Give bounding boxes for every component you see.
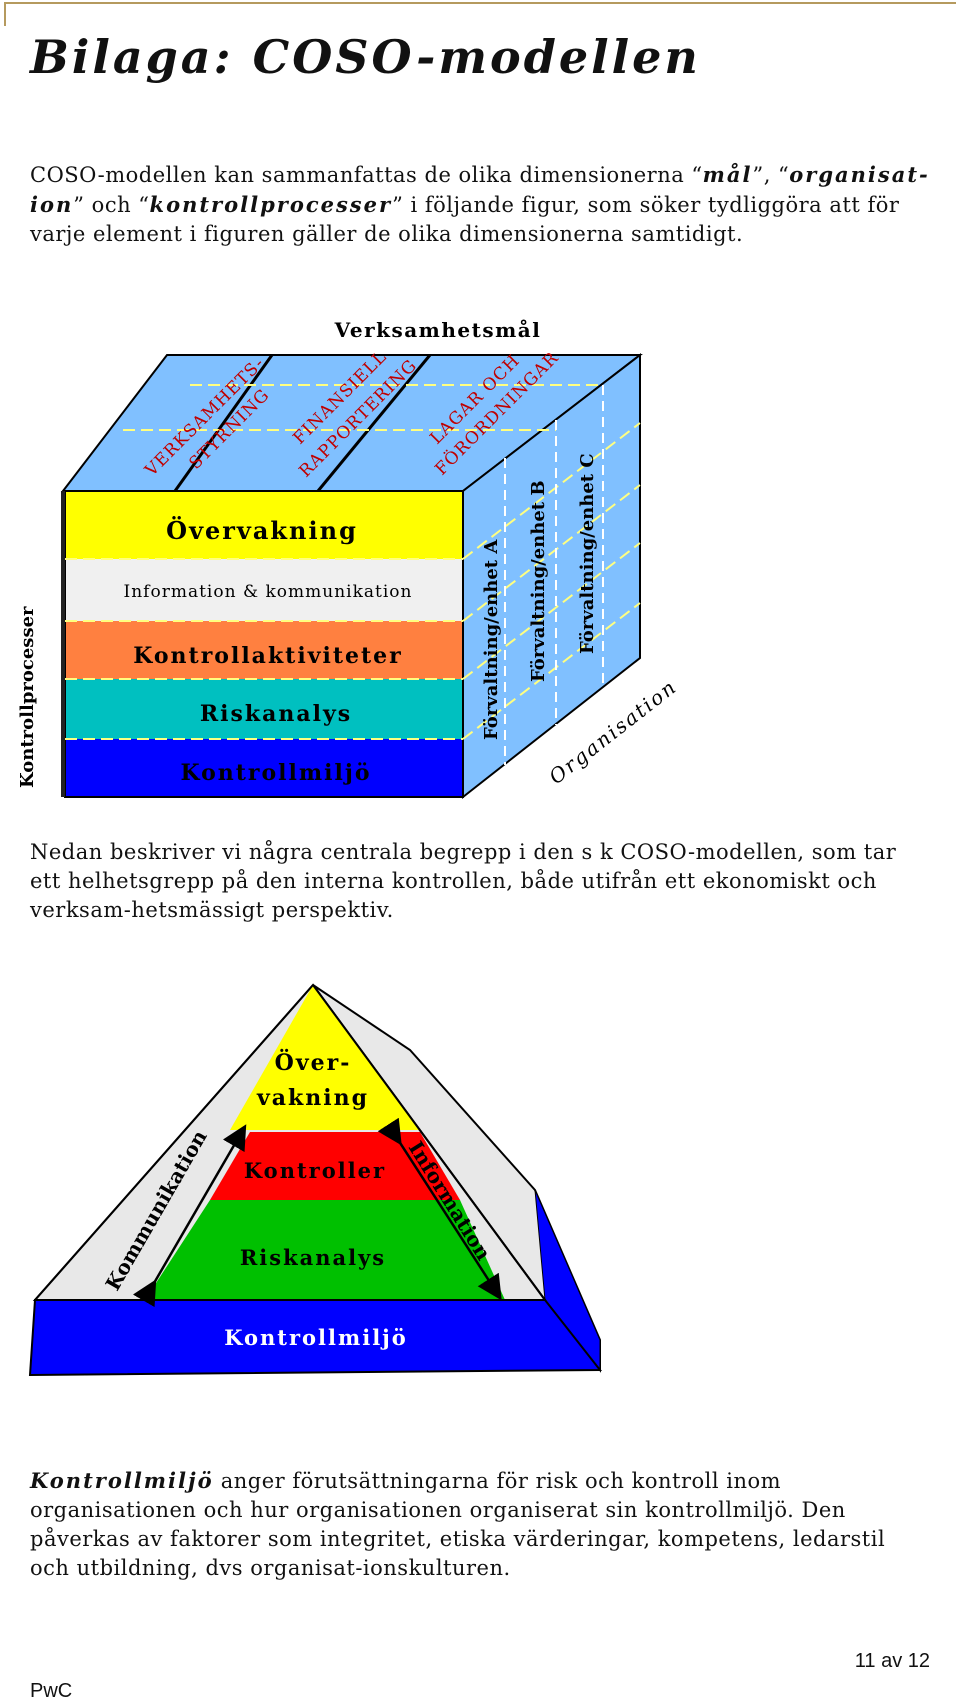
side-col-c: Förvaltning/enhet C	[577, 453, 598, 654]
intro-paragraph: COSO-modellen kan sammanfattas de olika …	[30, 160, 930, 249]
layer-information	[65, 559, 463, 621]
left-label-kontrollprocesser: Kontrollprocesser	[17, 606, 38, 788]
layer-label-riskanalys: Riskanalys	[200, 701, 352, 727]
pyramid-label-kontroller: Kontroller	[244, 1158, 386, 1183]
layer-overvakning	[65, 491, 463, 559]
intro-text-1: COSO-modellen kan sammanfattas de olika …	[30, 163, 703, 187]
page-frame-top	[4, 2, 956, 4]
intro-text-2: ”, “	[752, 163, 790, 187]
intro-term-organisation: organisat-ion	[30, 162, 930, 217]
side-col-b: Förvaltning/enhet B	[528, 480, 549, 682]
layer-label-kontrollmiljo: Kontrollmiljö	[180, 760, 371, 786]
pyramid-yellow	[230, 985, 420, 1130]
layer-label-overvakning: Övervakning	[166, 516, 358, 545]
side-separators	[504, 385, 604, 765]
layer-riskanalys	[65, 679, 463, 739]
pyramid-label-overvakning-1: Över-	[275, 1048, 352, 1076]
layer-label-kontrollaktiviteter: Kontrollaktiviteter	[133, 643, 403, 669]
arrow-kommunikation	[132, 1124, 247, 1308]
top-divider-2	[316, 354, 432, 492]
page-frame-left	[4, 2, 6, 26]
coso-pyramid-figure: Över- vakning Kontroller Riskanalys Kont…	[28, 983, 603, 1377]
bottom-text: anger förutsättningarna för risk och kon…	[30, 1469, 886, 1580]
middle-paragraph: Nedan beskriver vi några centrala begrep…	[30, 840, 897, 922]
layer-label-information: Information & kommunikation	[124, 582, 413, 602]
coso-cube-figure: Verksamhetsmål VERKSAMHETS- STYRNING FIN…	[17, 318, 682, 800]
layer-separators	[65, 384, 641, 740]
cube-top-label: Verksamhetsmål	[334, 318, 542, 342]
pyramid-label-kontrollmiljo: Kontrollmiljö	[224, 1325, 408, 1350]
pyramid-label-overvakning-2: vakning	[256, 1085, 369, 1111]
arrow-information	[377, 1117, 502, 1301]
page-number: 11 av 12	[854, 1650, 930, 1672]
top-divider-1	[173, 354, 274, 492]
intro-text-4: ” i följande figur, som söker tydliggöra…	[30, 193, 900, 246]
intro-text-3: ” och “	[73, 193, 150, 217]
side-col-a: Förvaltning/enhet A	[481, 539, 502, 740]
layer-kontrollmiljo	[65, 739, 463, 797]
intro-term-kontrollprocesser: kontrollprocesser	[149, 192, 393, 217]
intro-term-mal: mål	[702, 162, 753, 187]
footer-brand: PwC	[30, 1680, 73, 1702]
bottom-paragraph: Kontrollmiljö anger förutsättningarna fö…	[30, 1466, 930, 1583]
pyramid-base	[28, 1299, 603, 1377]
page-title: Bilaga: COSO-modellen	[30, 30, 701, 84]
pyramid-label-riskanalys: Riskanalys	[240, 1245, 386, 1270]
term-kontrollmiljo: Kontrollmiljö	[30, 1468, 214, 1493]
layer-kontrollaktiviteter	[65, 621, 463, 679]
